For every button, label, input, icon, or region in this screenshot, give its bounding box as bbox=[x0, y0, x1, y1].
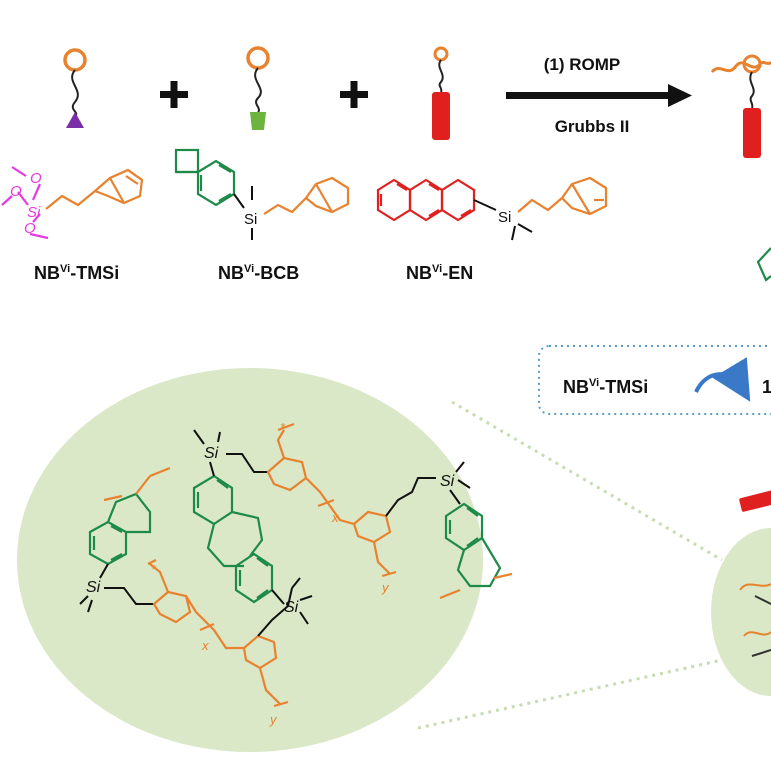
callout-box: NBVi-TMSi 1 bbox=[538, 345, 771, 415]
zoom-source-detail bbox=[739, 583, 771, 657]
atom-o: O bbox=[30, 170, 42, 187]
structure-nbvi-bcb: Si bbox=[174, 148, 350, 240]
partial-structure-right bbox=[756, 247, 771, 282]
network-fragment-left: Si * x y bbox=[79, 466, 301, 727]
callout-value: 1 bbox=[762, 377, 771, 397]
x-label: x bbox=[201, 638, 209, 653]
atom-si: Si bbox=[440, 473, 455, 490]
atom-si: Si bbox=[284, 599, 299, 616]
monomer-icon-en bbox=[432, 46, 450, 140]
plus-sign-2 bbox=[340, 81, 368, 108]
catalyst-label: Grubbs II bbox=[555, 117, 630, 136]
monomer-icon-tmsi bbox=[63, 48, 87, 128]
star-label: * bbox=[151, 562, 157, 577]
network-fragment-right: Si bbox=[439, 461, 513, 600]
atom-si: Si bbox=[244, 211, 257, 228]
product-icon bbox=[710, 54, 771, 158]
monomer-label-bcb: NBVi-BCB bbox=[218, 263, 299, 283]
y-label: y bbox=[381, 580, 390, 595]
conversion-arrow-icon bbox=[694, 357, 751, 402]
x-label: x bbox=[331, 510, 339, 525]
monomer-label-tmsi: NBVi-TMSi bbox=[34, 263, 119, 283]
atom-si: Si bbox=[498, 209, 511, 226]
reaction-arrow bbox=[506, 84, 692, 107]
monomer-label-en: NBVi-EN bbox=[406, 263, 473, 283]
atom-o: O bbox=[10, 183, 22, 200]
red-rod-fragment bbox=[739, 490, 771, 512]
reaction-step-label: (1) ROMP bbox=[544, 55, 621, 74]
callout-label: NBVi-TMSi bbox=[563, 377, 648, 397]
zoom-detail-ellipse bbox=[17, 368, 483, 752]
structure-nbvi-tmsi: O O Si O bbox=[1, 166, 144, 240]
monomer-icon-bcb bbox=[246, 46, 270, 130]
atom-o: O bbox=[24, 220, 36, 237]
atom-si: Si bbox=[204, 445, 219, 462]
y-label: y bbox=[269, 712, 278, 727]
atom-si: Si bbox=[86, 579, 101, 596]
star-label: * bbox=[280, 420, 286, 435]
atom-si: Si bbox=[27, 204, 41, 221]
network-fragment-center: Si Si * x y bbox=[192, 420, 436, 625]
zoom-source-ellipse bbox=[711, 528, 771, 696]
plus-sign-1 bbox=[160, 81, 188, 108]
structure-nbvi-en: Si bbox=[376, 176, 608, 241]
